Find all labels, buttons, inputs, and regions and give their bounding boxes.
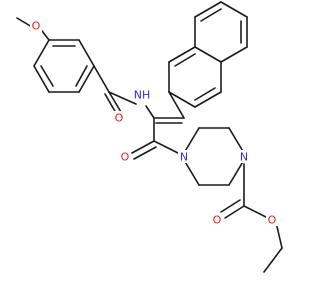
bond bbox=[168, 46, 196, 63]
bond bbox=[131, 140, 155, 154]
bond bbox=[220, 46, 248, 63]
atom-label: NH bbox=[134, 89, 151, 102]
bond bbox=[183, 127, 200, 154]
bond bbox=[220, 199, 241, 213]
atom-amide-nitrogen: NH bbox=[132, 88, 152, 102]
atom-label: N bbox=[180, 151, 188, 164]
bond bbox=[194, 91, 222, 108]
atom-label: N bbox=[240, 151, 248, 164]
bond bbox=[40, 65, 54, 87]
bond bbox=[168, 91, 196, 108]
bond bbox=[228, 159, 245, 186]
molecule-structure: O O NH O N N O O bbox=[16, 1, 283, 273]
bond bbox=[108, 91, 137, 105]
bond-layer bbox=[16, 1, 283, 273]
bond bbox=[263, 247, 283, 273]
bond bbox=[16, 17, 33, 28]
bond bbox=[33, 65, 50, 93]
bond bbox=[194, 46, 222, 63]
bond bbox=[228, 127, 245, 154]
atom-amide-oxygen: O bbox=[113, 111, 125, 125]
bond bbox=[220, 1, 248, 18]
bond bbox=[153, 140, 179, 154]
atom-piperazine-nitrogen-1: N bbox=[178, 150, 190, 164]
atom-label: O bbox=[32, 20, 41, 33]
bond bbox=[33, 39, 50, 67]
bond bbox=[104, 93, 117, 114]
bond bbox=[174, 53, 196, 67]
atom-label: O bbox=[121, 151, 130, 164]
bond bbox=[78, 65, 95, 93]
bond bbox=[108, 91, 122, 113]
atom-methoxy-oxygen: O bbox=[30, 19, 42, 33]
atom-label: O bbox=[268, 214, 277, 227]
bond bbox=[243, 205, 269, 219]
bond bbox=[200, 8, 222, 22]
atom-layer: O O NH O N N O O bbox=[30, 19, 278, 227]
atom-ketone-oxygen: O bbox=[119, 150, 131, 164]
bond bbox=[133, 146, 157, 160]
bond bbox=[145, 105, 155, 119]
bond bbox=[224, 205, 245, 219]
atom-piperazine-nitrogen-2: N bbox=[238, 150, 250, 164]
bond bbox=[194, 1, 222, 18]
bond bbox=[78, 39, 95, 67]
bond bbox=[194, 87, 216, 101]
bond bbox=[168, 91, 185, 119]
bond bbox=[93, 65, 110, 93]
bond bbox=[183, 159, 200, 186]
atom-label: O bbox=[213, 214, 222, 227]
atom-carbonyl-oxygen: O bbox=[211, 213, 223, 227]
atom-ester-oxygen: O bbox=[266, 213, 278, 227]
bond bbox=[75, 65, 88, 87]
atom-label: O bbox=[115, 112, 124, 125]
